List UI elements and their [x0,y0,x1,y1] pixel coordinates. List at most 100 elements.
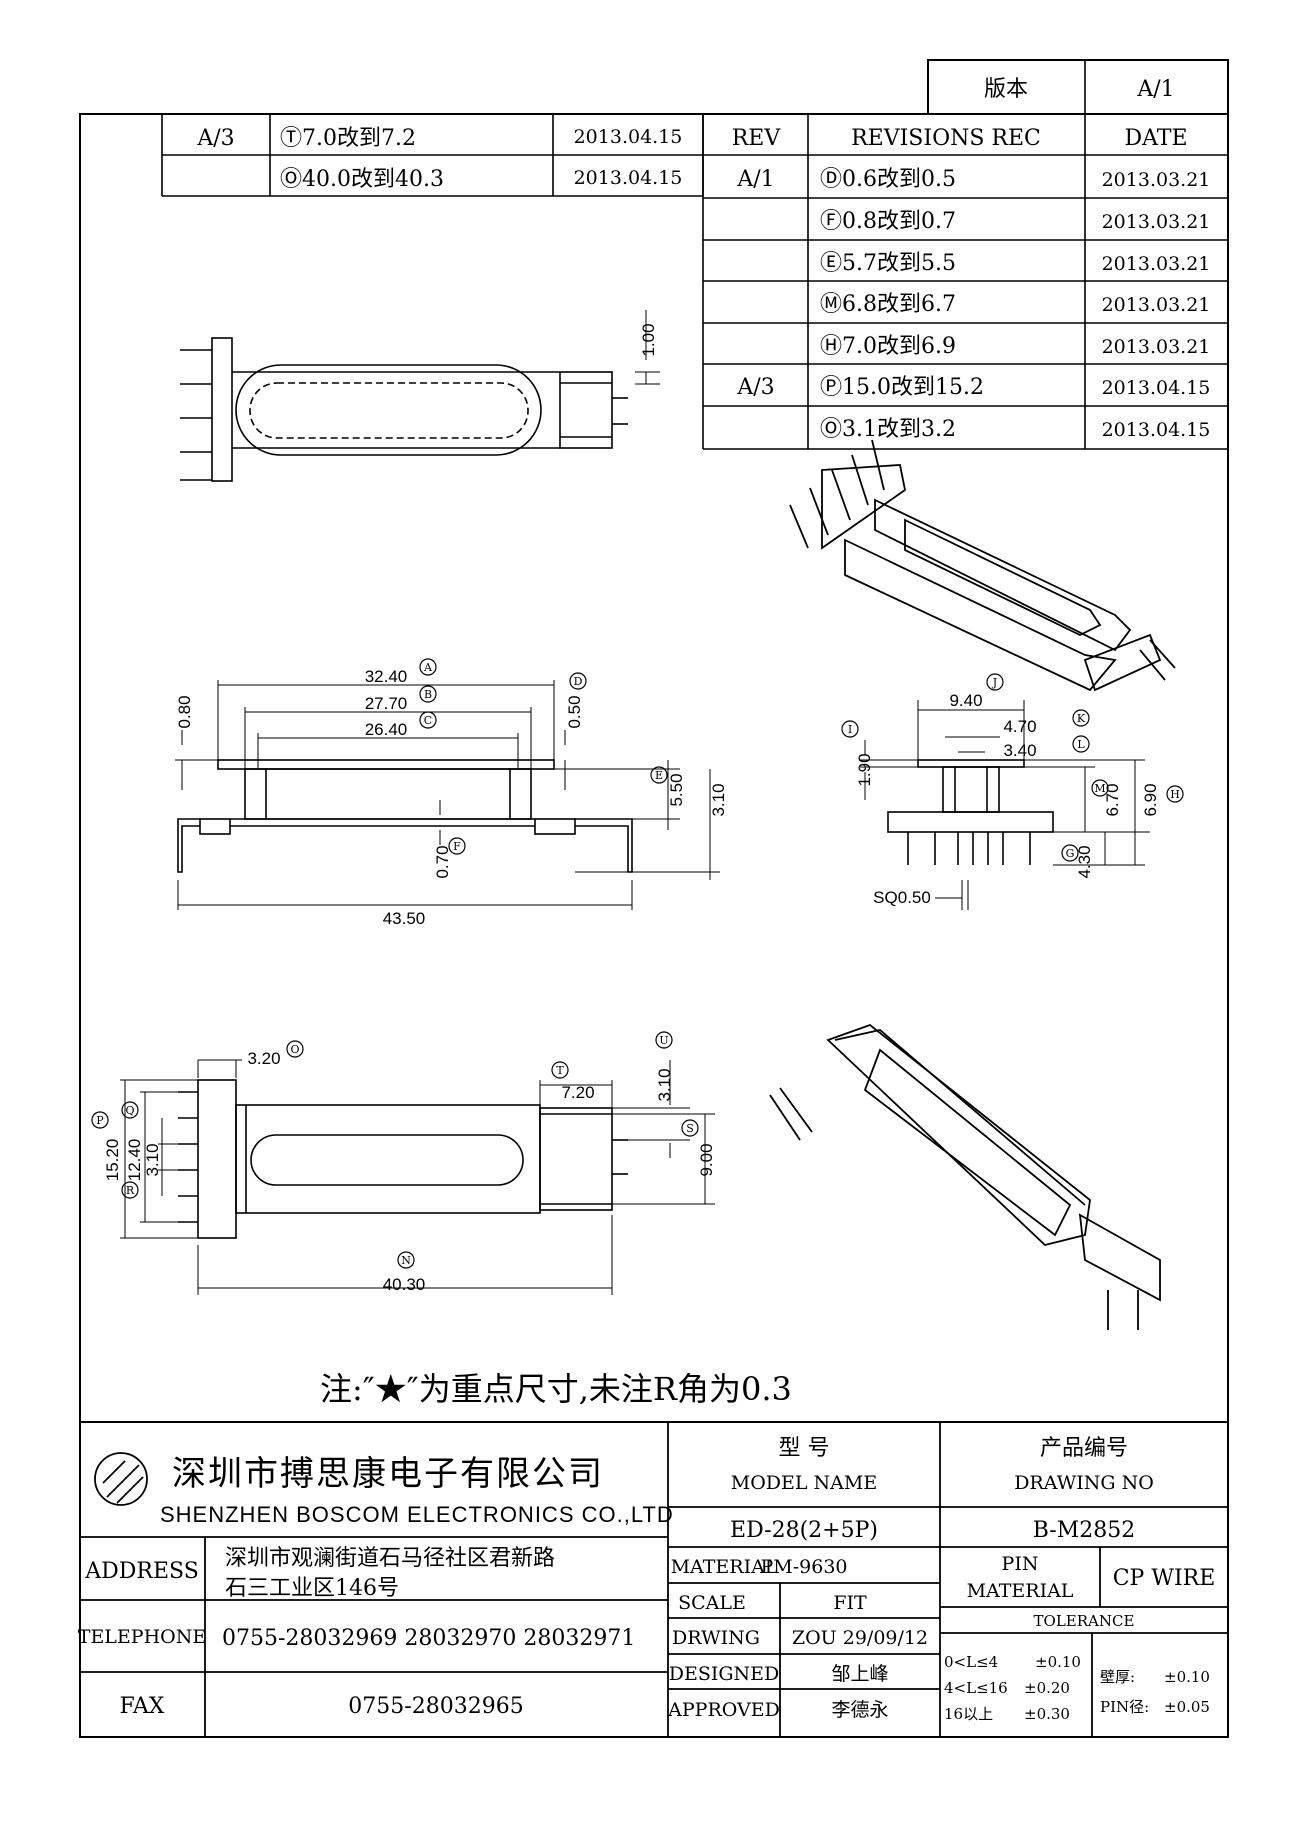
callout-letter-p: P [96,1114,104,1127]
callout-circle-o [286,1040,304,1058]
dim-F: 0.70 [433,845,452,878]
tol1-value: ±0.10 [1035,1653,1081,1671]
dim-G: 4.30 [1075,845,1094,878]
callout-letter-s: S [686,1122,694,1135]
callout-letter-e: E [655,769,663,782]
dim-U: 3.10 [655,1068,674,1101]
callout-circle-p [91,1111,109,1129]
callout-circle-d [569,672,587,690]
callout-circle-l [1072,735,1090,753]
dim-1-00: 1.00 [639,323,658,356]
bottom-view [178,1079,628,1239]
callout-letter-o: O [290,1043,299,1056]
drawing-label-en: DRAWING NO [1014,1472,1154,1494]
company-name-cn: 深圳市搏思康电子有限公司 [172,1454,604,1494]
pin-material-value: CP WIRE [1113,1566,1216,1591]
dim-S: 9.00 [697,1143,716,1176]
side-view [887,759,1054,865]
wall-label: 壁厚: [1100,1668,1135,1686]
model-label-cn: 型 号 [779,1436,830,1461]
rev-header-date: DATE [1124,126,1187,151]
pin-material-label-1: PIN [1002,1553,1039,1575]
dim-A: 32.40 [365,667,408,686]
callout-circle-n [397,1251,415,1269]
outer-frame [79,113,1229,1738]
address-line1: 深圳市观澜街道石马径社区君新路 [225,1546,555,1571]
tol3-value: ±0.30 [1024,1705,1070,1723]
rev-row-4-date: 2013.03.21 [1102,336,1211,358]
rev-left-1-date: 2013.04.15 [574,167,683,189]
callout-circle-t [551,1061,569,1079]
revisions-table [702,114,1228,450]
dim-R: 3.10 [143,1143,162,1176]
rev-row-1-change: Ⓕ0.8改到0.7 [820,209,956,234]
dim-C: 26.40 [365,720,408,739]
callout-letter-m: M [1094,782,1105,795]
tolerance-label: TOLERANCE [1034,1612,1135,1630]
rev-row-5-rev: A/3 [736,375,774,400]
dim-0-80: 0.80 [175,695,194,728]
callout-letter-b: B [424,688,432,701]
tol2-range: 4<L≤16 [944,1679,1008,1697]
scale-label: SCALE [678,1592,746,1614]
pin-tol-value: ±0.05 [1164,1698,1210,1716]
rev-row-2-date: 2013.03.21 [1102,253,1211,275]
isometric-view-bottom [769,1023,1161,1330]
callout-circle-s [681,1119,699,1137]
designed-label: DESIGNED [669,1663,780,1685]
scale-value: FIT [833,1592,867,1614]
callout-letter-q: Q [125,1104,134,1117]
pin-material-label-2: MATERIAL [967,1580,1074,1602]
callout-circle-i [841,720,859,738]
company-logo [94,1452,148,1506]
telephone-value: 0755-28032969 28032970 28032971 [222,1626,635,1651]
dim-sq: SQ0.50 [873,888,931,907]
callout-letter-l: L [1077,738,1085,751]
telephone-label: TELEPHONE [78,1626,206,1648]
drawing-label-cn: 产品编号 [1040,1436,1128,1461]
callout-circle-r [121,1181,139,1199]
version-label: 版本 [984,77,1028,102]
top-view [180,310,660,482]
callout-letter-g: G [1066,847,1075,860]
rev-left-0-date: 2013.04.15 [574,126,683,148]
dim-M: 6.70 [1103,783,1122,816]
callout-letter-t: T [556,1064,564,1077]
dim-N: 40.30 [383,1275,426,1294]
callout-circle-u [655,1031,673,1049]
rev-header-rev: REV [732,126,782,151]
address-line2: 石三工业区146号 [225,1576,399,1601]
callout-circle-c [419,711,437,729]
dim-P: 15.20 [103,1139,122,1182]
rev-row-0-date: 2013.03.21 [1102,169,1211,191]
dim-L: 3.40 [1003,741,1036,760]
model-value: ED-28(2+5P) [730,1518,878,1543]
dim-D: 0.50 [565,695,584,728]
callout-letter-h: H [1170,788,1180,801]
callout-circle-k [1072,709,1090,727]
callout-letter-i: I [848,723,852,736]
dim-43-50: 43.50 [383,909,426,928]
designed-value: 邹上峰 [831,1663,888,1685]
rev-row-2-change: Ⓔ5.7改到5.5 [820,251,956,276]
rev-header-rec: REVISIONS REC [851,126,1041,151]
wall-value: ±0.10 [1164,1668,1210,1686]
rev-row-3-change: Ⓜ6.8改到6.7 [820,292,956,317]
callout-letter-r: R [126,1184,135,1197]
callout-letter-k: K [1077,712,1086,725]
isometric-view-top [789,439,1176,692]
note-text: 注:″★″为重点尺寸,未注R角为0.3 [320,1370,792,1408]
dim-3-10: 3.10 [709,783,728,816]
rev-row-0-change: Ⓓ0.6改到0.5 [820,167,956,192]
version-box [927,59,1229,115]
company-name-en: SHENZHEN BOSCOM ELECTRONICS CO.,LTD [160,1502,674,1527]
rev-row-4-change: Ⓗ7.0改到6.9 [820,334,956,359]
callout-letter-f: F [453,840,461,853]
rev-row-6-change: Ⓞ3.1改到3.2 [820,417,956,442]
material-label: MATERIAL [671,1556,778,1578]
rev-left-0-change: Ⓣ7.0改到7.2 [280,126,416,151]
fax-label: FAX [120,1694,165,1719]
model-label-en: MODEL NAME [731,1472,877,1494]
callout-circle-f [448,837,466,855]
